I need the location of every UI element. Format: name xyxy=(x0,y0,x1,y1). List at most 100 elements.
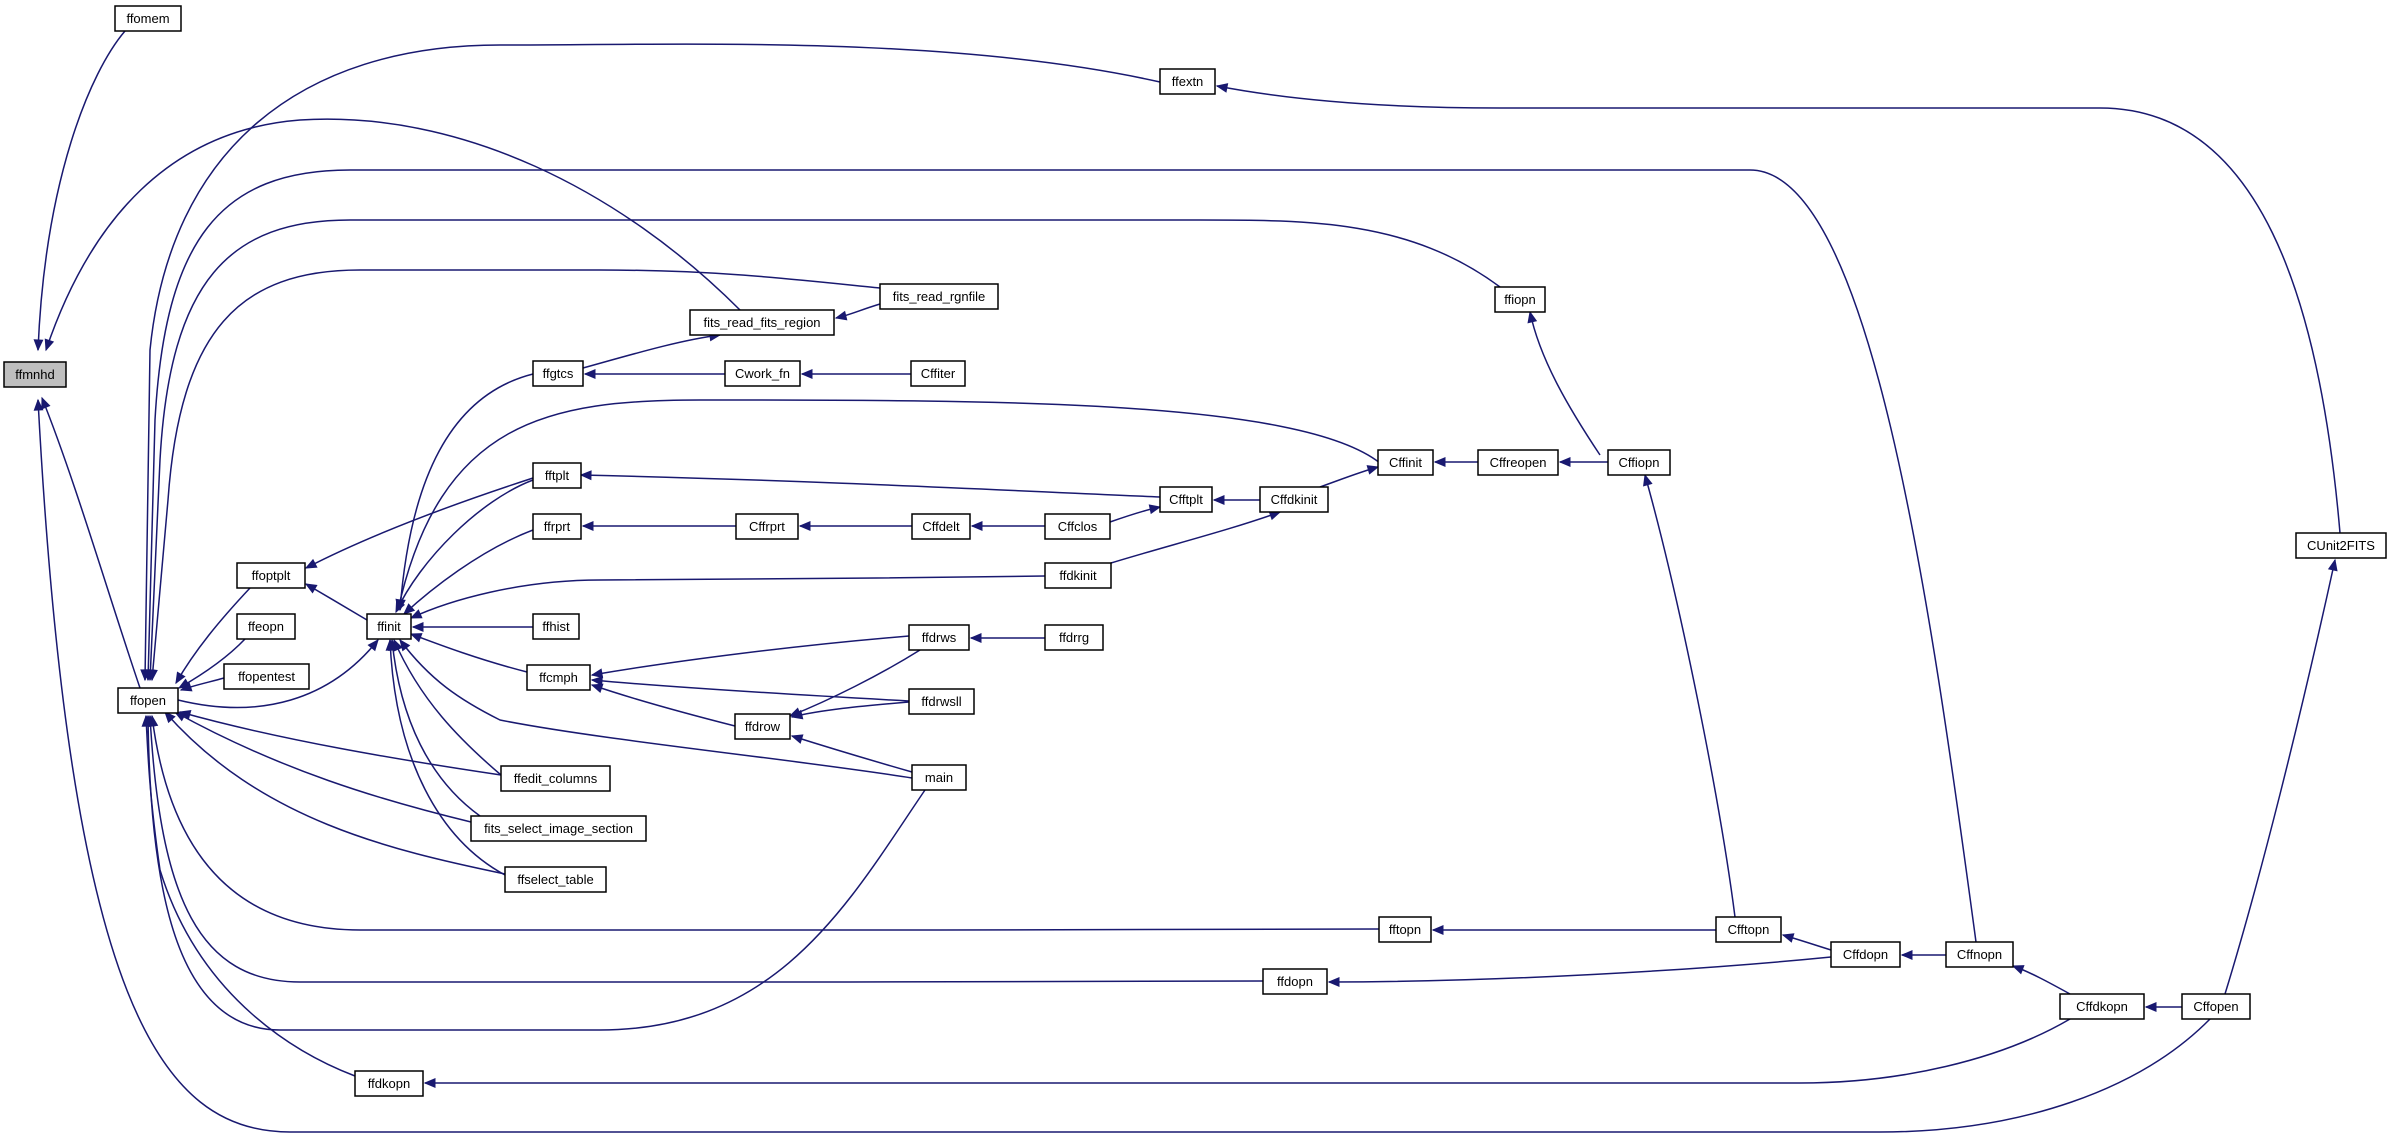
node-Cffrprt[interactable]: Cffrprt xyxy=(735,513,799,540)
node-box[interactable] xyxy=(1044,624,1104,651)
node-box[interactable] xyxy=(236,562,306,589)
node-ffselect_table[interactable]: ffselect_table xyxy=(504,866,607,893)
node-box[interactable] xyxy=(532,462,582,489)
node-Cffiter[interactable]: Cffiter xyxy=(910,360,966,387)
node-box[interactable] xyxy=(1715,916,1782,943)
node-fftplt[interactable]: fftplt xyxy=(532,462,582,489)
node-fits_select_image_section[interactable]: fits_select_image_section xyxy=(470,815,647,842)
node-Cffnopn[interactable]: Cffnopn xyxy=(1945,941,2014,968)
node-ffinit[interactable]: ffinit xyxy=(366,613,412,640)
edge-ffopen-to-ffinit xyxy=(177,639,379,709)
node-box[interactable] xyxy=(911,513,971,540)
node-box[interactable] xyxy=(117,687,179,714)
arrowhead-ffcmph xyxy=(590,683,604,694)
node-ffiopn[interactable]: ffiopn xyxy=(1494,286,1546,313)
edge-Cfftplt-to-fftplt xyxy=(580,474,1161,498)
node-box[interactable] xyxy=(470,815,647,842)
node-box[interactable] xyxy=(1378,916,1432,943)
node-ffcmph[interactable]: ffcmph xyxy=(526,664,591,691)
node-box[interactable] xyxy=(366,613,412,640)
node-ffhist[interactable]: ffhist xyxy=(532,613,580,640)
node-ffdrrg[interactable]: ffdrrg xyxy=(1044,624,1104,651)
node-box[interactable] xyxy=(532,613,580,640)
node-box[interactable] xyxy=(910,360,966,387)
arrowhead-ffmnhd xyxy=(44,338,55,352)
node-fits_read_rgnfile[interactable]: fits_read_rgnfile xyxy=(879,283,999,310)
node-ffoptplt[interactable]: ffoptplt xyxy=(236,562,306,589)
node-Cwork_fn[interactable]: Cwork_fn xyxy=(724,360,801,387)
node-box[interactable] xyxy=(1159,68,1216,95)
node-box[interactable] xyxy=(908,624,970,651)
node-ffeopn[interactable]: ffeopn xyxy=(236,613,296,640)
node-ffopentest[interactable]: ffopentest xyxy=(223,663,310,690)
node-box[interactable] xyxy=(735,513,799,540)
edge-Cffnopn-to-ffopen xyxy=(147,169,1977,943)
node-main[interactable]: main xyxy=(911,764,967,791)
node-Cffdkopn[interactable]: Cffdkopn xyxy=(2059,993,2145,1020)
node-label: Cffdkopn xyxy=(2076,999,2128,1014)
node-ffgtcs[interactable]: ffgtcs xyxy=(532,360,584,387)
node-box[interactable] xyxy=(1377,449,1434,476)
node-box[interactable] xyxy=(2059,993,2145,1020)
node-box[interactable] xyxy=(911,764,967,791)
node-box[interactable] xyxy=(1044,513,1111,540)
node-box[interactable] xyxy=(1607,449,1671,476)
node-box[interactable] xyxy=(1259,486,1329,513)
edge-ffdrws-to-ffcmph xyxy=(591,635,910,676)
node-box[interactable] xyxy=(908,688,975,715)
node-ffdopn[interactable]: ffdopn xyxy=(1262,968,1328,995)
node-Cfftopn[interactable]: Cfftopn xyxy=(1715,916,1782,943)
node-box[interactable] xyxy=(532,360,584,387)
node-Cffinit[interactable]: Cffinit xyxy=(1377,449,1434,476)
node-Cffdkinit[interactable]: Cffdkinit xyxy=(1259,486,1329,513)
node-box[interactable] xyxy=(526,664,591,691)
node-box[interactable] xyxy=(1477,449,1559,476)
node-box[interactable] xyxy=(879,283,999,310)
node-box[interactable] xyxy=(3,361,67,388)
node-box[interactable] xyxy=(734,713,791,740)
node-box[interactable] xyxy=(1262,968,1328,995)
node-box[interactable] xyxy=(223,663,310,690)
node-Cffdelt[interactable]: Cffdelt xyxy=(911,513,971,540)
node-box[interactable] xyxy=(1830,941,1901,968)
node-box[interactable] xyxy=(114,5,182,32)
node-label: Cffdkinit xyxy=(1271,492,1318,507)
node-box[interactable] xyxy=(500,765,611,792)
node-box[interactable] xyxy=(2295,532,2387,559)
arrowhead-Cfftopn xyxy=(1781,933,1795,943)
node-box[interactable] xyxy=(504,866,607,893)
node-box[interactable] xyxy=(1945,941,2014,968)
node-box[interactable] xyxy=(689,309,835,336)
node-box[interactable] xyxy=(724,360,801,387)
node-Cffiopn[interactable]: Cffiopn xyxy=(1607,449,1671,476)
node-ffdrwsll[interactable]: ffdrwsll xyxy=(908,688,975,715)
arrowhead-ffdopn xyxy=(1327,977,1340,987)
node-fftopn[interactable]: fftopn xyxy=(1378,916,1432,943)
node-ffrprt[interactable]: ffrprt xyxy=(532,513,582,540)
node-box[interactable] xyxy=(1159,486,1213,513)
node-ffomem[interactable]: ffomem xyxy=(114,5,182,32)
node-ffdrws[interactable]: ffdrws xyxy=(908,624,970,651)
node-ffextn[interactable]: ffextn xyxy=(1159,68,1216,95)
node-box[interactable] xyxy=(354,1070,424,1097)
edge-layer xyxy=(33,30,2341,1133)
node-box[interactable] xyxy=(2181,993,2251,1020)
node-ffdrow[interactable]: ffdrow xyxy=(734,713,791,740)
node-ffedit_columns[interactable]: ffedit_columns xyxy=(500,765,611,792)
node-fits_read_fits_region[interactable]: fits_read_fits_region xyxy=(689,309,835,336)
node-Cffopen[interactable]: Cffopen xyxy=(2181,993,2251,1020)
node-label: fftplt xyxy=(545,468,570,483)
node-Cffreopen[interactable]: Cffreopen xyxy=(1477,449,1559,476)
node-Cffclos[interactable]: Cffclos xyxy=(1044,513,1111,540)
node-CUnit2FITS[interactable]: CUnit2FITS xyxy=(2295,532,2387,559)
node-box[interactable] xyxy=(532,513,582,540)
node-ffdkopn[interactable]: ffdkopn xyxy=(354,1070,424,1097)
node-Cffdopn[interactable]: Cffdopn xyxy=(1830,941,1901,968)
node-box[interactable] xyxy=(1494,286,1546,313)
node-box[interactable] xyxy=(1044,562,1112,589)
node-ffmnhd[interactable]: ffmnhd xyxy=(3,361,67,388)
node-ffopen[interactable]: ffopen xyxy=(117,687,179,714)
node-Cfftplt[interactable]: Cfftplt xyxy=(1159,486,1213,513)
node-ffdkinit[interactable]: ffdkinit xyxy=(1044,562,1112,589)
node-box[interactable] xyxy=(236,613,296,640)
